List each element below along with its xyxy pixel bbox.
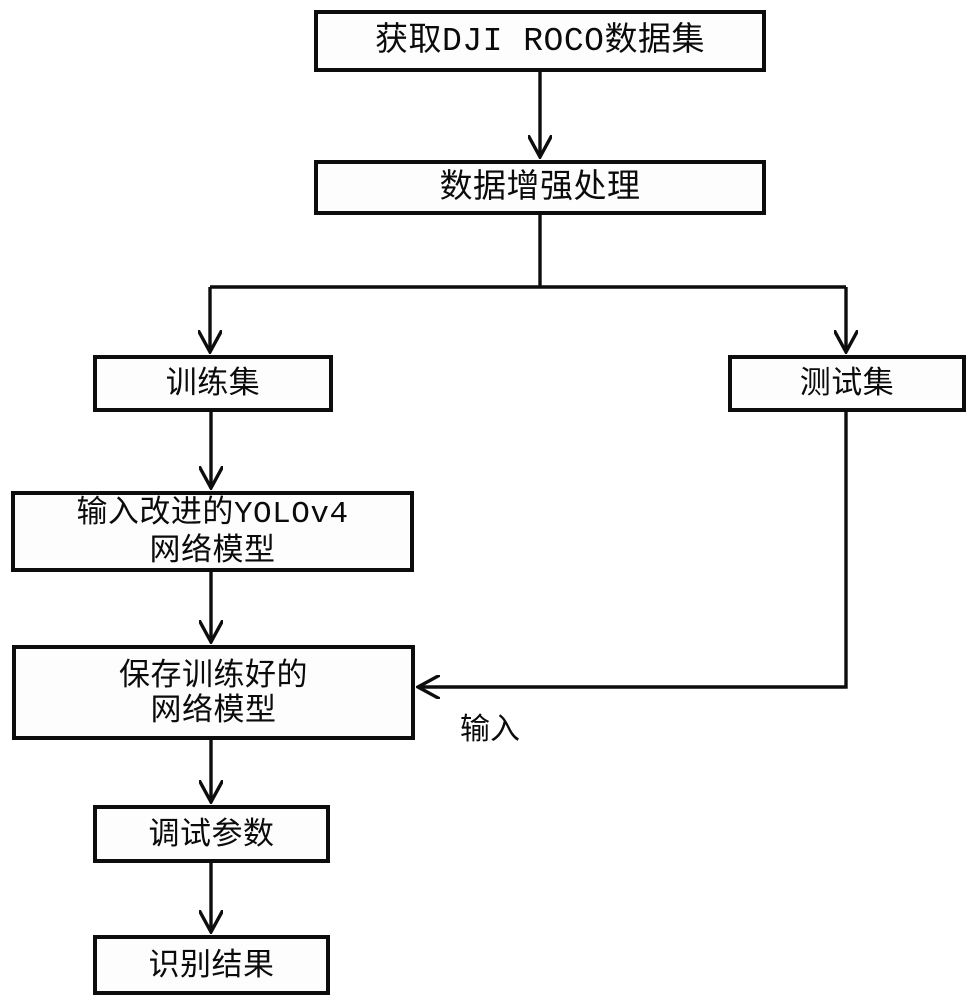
node-recognition-result-label: 识别结果	[148, 946, 275, 982]
node-save-model-label: 保存训练好的 网络模型	[119, 656, 308, 727]
node-tune-params[interactable]: 调试参数	[93, 805, 330, 863]
node-tune-params-label: 调试参数	[148, 815, 275, 851]
node-recognition-result[interactable]: 识别结果	[93, 935, 330, 995]
node-train-set-label: 训练集	[165, 365, 261, 401]
edge-test-to-save-model	[419, 412, 848, 687]
edge-augment-split-bus	[210, 215, 846, 289]
node-acquire-dataset-label: 获取DJI ROCO数据集	[375, 21, 705, 60]
node-data-augmentation-label: 数据增强处理	[439, 169, 641, 206]
edge-label-input: 输入	[460, 713, 520, 746]
node-test-set-label: 测试集	[799, 365, 895, 401]
node-data-augmentation[interactable]: 数据增强处理	[314, 160, 766, 215]
node-test-set[interactable]: 测试集	[728, 355, 966, 412]
node-acquire-dataset[interactable]: 获取DJI ROCO数据集	[314, 10, 766, 72]
node-train-set[interactable]: 训练集	[93, 355, 333, 412]
node-save-model[interactable]: 保存训练好的 网络模型	[12, 645, 415, 740]
